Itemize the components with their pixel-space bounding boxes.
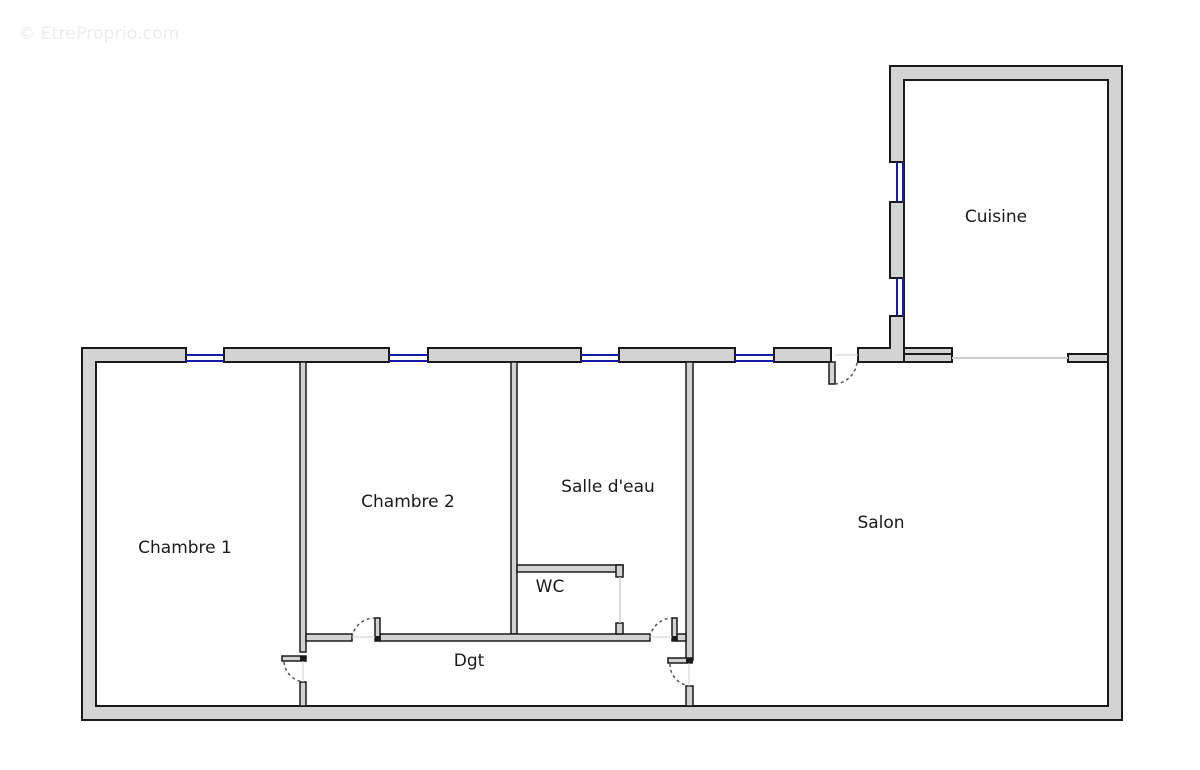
room-label-salon: Salon: [857, 513, 905, 533]
door-arc-ch1: [283, 661, 305, 683]
room-label-dgt: Dgt: [453, 651, 485, 671]
door-arc-sde: [649, 617, 673, 638]
wall-top-4: [618, 347, 736, 363]
outer-wall-main: [81, 65, 1123, 721]
wall-wc-right-stub2: [615, 622, 624, 635]
wall-wc-top: [516, 564, 624, 573]
wall-ch1-bottom: [299, 681, 307, 707]
wall-cuisine-bottom-left: [903, 353, 953, 363]
wall-cuisine-left-2: [889, 201, 905, 279]
door-arc-ch2: [351, 617, 376, 638]
wall-sde-salon: [685, 361, 694, 661]
wall-dgt-top-2: [379, 633, 651, 642]
wall-dgt-top-3: [676, 633, 687, 642]
wall-top-5: [773, 347, 832, 363]
door-arc-salon: [669, 663, 691, 687]
room-label-chambre2: Chambre 2: [361, 492, 455, 512]
room-label-chambre1: Chambre 1: [138, 538, 232, 558]
wall-salon-bottom: [685, 685, 694, 707]
wall-wc-right-stub: [615, 564, 624, 578]
room-label-salle-deau: Salle d'eau: [561, 477, 655, 497]
salon-door-leaf: [828, 361, 836, 385]
door-arc-salon-top: [834, 361, 858, 385]
watermark: © EtreProprio.com: [18, 24, 180, 44]
room-label-cuisine: Cuisine: [964, 207, 1028, 227]
wall-top-2: [223, 347, 390, 363]
wall-ch1-ch2: [299, 361, 307, 653]
wall-dgt-top-1: [305, 633, 353, 642]
windows: [186, 162, 904, 362]
wall-top-3: [427, 347, 582, 363]
room-label-wc: WC: [535, 577, 565, 597]
wall-ch2-sde: [510, 361, 518, 635]
wall-cuisine-bottom-right: [1067, 353, 1109, 363]
